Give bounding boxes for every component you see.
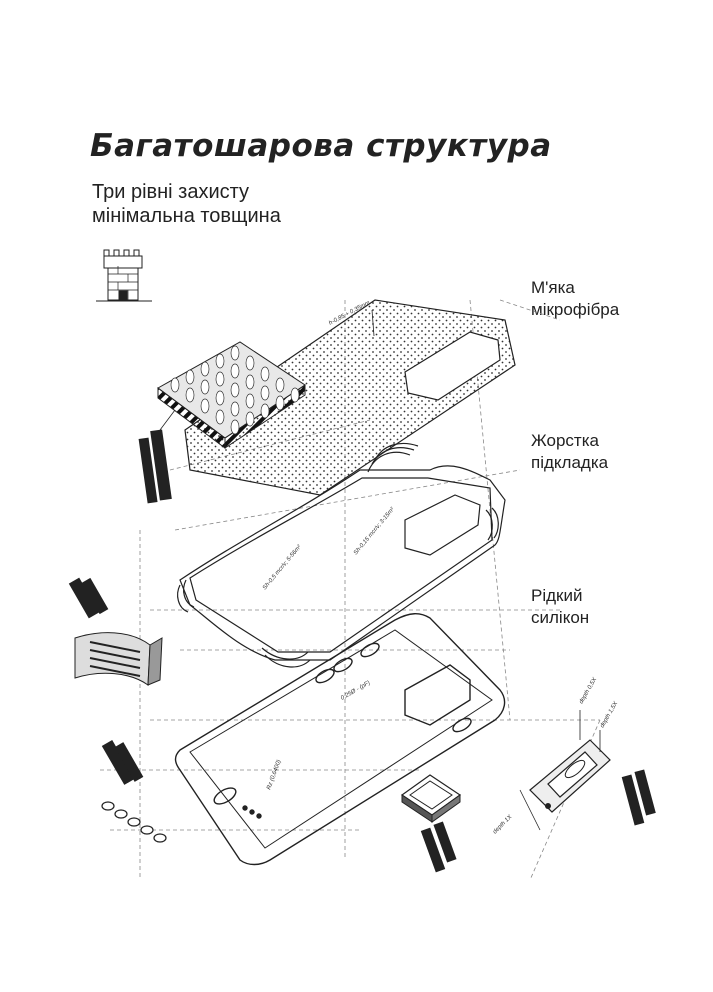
subtitle-line-1: Три рівні захисту — [92, 181, 250, 203]
layer-label-microfiber: М'яка мікрофібра — [531, 278, 620, 319]
subtitle-line-2: мінімальна товщина — [92, 205, 281, 227]
silicone-layer — [174, 613, 506, 866]
svg-text:Rz (0,6400): Rz (0,6400) — [266, 759, 282, 791]
svg-text:Sh-0,15 mcr/v; 3-15m²: Sh-0,15 mcr/v; 3-15m² — [353, 506, 397, 556]
svg-text:depth 0,5X: depth 0,5X — [579, 676, 599, 705]
microfiber-texture-icon — [157, 341, 306, 449]
svg-text:depth 1X: depth 1X — [492, 813, 514, 835]
svg-text:depth 1,5X: depth 1,5X — [600, 700, 620, 729]
castle-tower-icon — [96, 249, 152, 302]
button-protection-icon — [101, 739, 167, 843]
page-title: Багатошарова структура — [90, 128, 552, 164]
camera-frame-icon — [400, 774, 462, 873]
layer-label-hard-shell: Жорстка підкладка — [531, 431, 609, 472]
layer-label-silicone: Рідкий силікон — [531, 586, 590, 627]
side-button-icon: depth 0,5X depth 1,5X depth 1X — [492, 676, 656, 835]
svg-text:Sh-0,5 mcr/v; 5-56m²: Sh-0,5 mcr/v; 5-56m² — [262, 543, 303, 591]
corner-protection-icon — [68, 577, 163, 686]
microfiber-tag — [138, 409, 176, 504]
subtitle: Три рівні захисту мінімальна товщина — [92, 180, 281, 228]
hard-shell-layer — [177, 442, 506, 668]
svg-text:0,25Ø - (pF): 0,25Ø - (pF) — [340, 680, 371, 702]
